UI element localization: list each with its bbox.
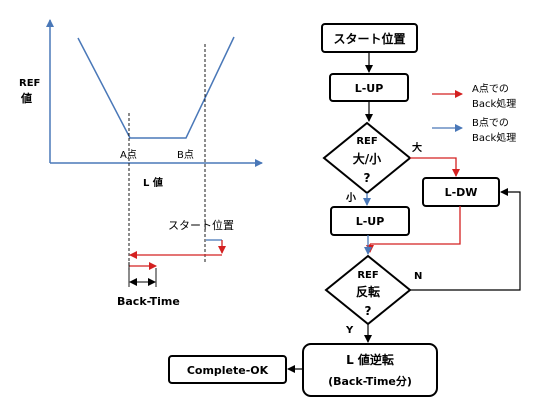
ref-curve xyxy=(77,36,235,139)
branch-no-label: N xyxy=(414,271,422,282)
x-label: L 値 xyxy=(143,176,163,189)
point-a-label: A点 xyxy=(120,149,137,161)
final-line2: (Back-Time分) xyxy=(328,374,412,388)
arrow-ldw-to-lup2 xyxy=(370,206,461,245)
start-position-label: スタート位置 xyxy=(168,218,234,232)
legend-blue-line2: Back処理 xyxy=(472,131,516,144)
ldw-box xyxy=(422,177,500,207)
point-b-label: B点 xyxy=(177,149,194,161)
legend-red-line2: Back処理 xyxy=(472,97,516,110)
y-label-value: 値 xyxy=(20,91,32,105)
lup2-label: L-UP xyxy=(356,215,385,228)
ref-graph: REF 値 L 値 A点 B点 スタート位置 Back-Time xyxy=(19,19,263,308)
arrow-decision1-to-ldw xyxy=(410,157,460,177)
legend-red-line1: A点での xyxy=(472,83,509,95)
decision2-line3: ? xyxy=(365,304,372,318)
decision2-line1: REF xyxy=(357,270,378,281)
final-box xyxy=(302,343,438,397)
ldw-label: L-DW xyxy=(445,186,478,199)
branch-yes-label: Y xyxy=(345,325,354,336)
decision1-line1: REF xyxy=(356,136,377,147)
complete-label: Complete-OK xyxy=(187,364,269,377)
decision1-line2: 大/小 xyxy=(353,151,381,166)
arrow-no-loop xyxy=(410,188,521,291)
branch-large-label: 大 xyxy=(412,141,422,154)
lup2-box xyxy=(330,206,410,236)
decision2-line2: 反転 xyxy=(356,284,380,299)
start-box-label: スタート位置 xyxy=(333,31,405,46)
final-line1: L 値逆転 xyxy=(346,352,394,367)
legend: A点での Back処理 B点での Back処理 xyxy=(432,83,516,144)
decision1-line3: ? xyxy=(364,171,371,185)
lup1-label: L-UP xyxy=(355,82,384,95)
back-time-label: Back-Time xyxy=(117,295,180,308)
flowchart: スタート位置 L-UP REF 大/小 ? 大 小 L-DW L-UP REF … xyxy=(168,23,521,397)
legend-blue-line1: B点での xyxy=(472,117,509,129)
branch-small-label: 小 xyxy=(345,191,356,204)
y-label-ref: REF xyxy=(19,78,40,89)
complete-box xyxy=(168,355,287,384)
